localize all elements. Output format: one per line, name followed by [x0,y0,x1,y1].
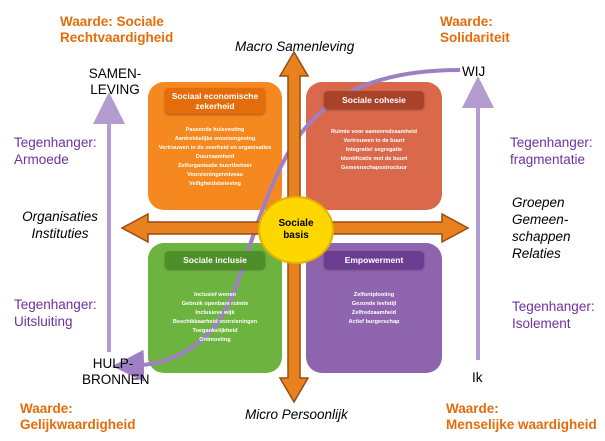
quadrant-bottom-right-panel [306,243,442,373]
quadrant-title: Sociale inclusie [165,251,265,269]
center-sociale-basis: Sociale basis [258,196,334,264]
label-samenleving: SAMEN- LEVING [88,66,142,97]
list-item: Vertrouwen in de buurt [343,138,405,144]
quadrant-items: Zelfontplooiing Gezonde leefstijl Zelfre… [306,291,442,327]
list-item: Passende huisvesting [185,127,245,133]
list-item: Inclusief wonen [194,292,236,298]
axis-right-label: Groepen Gemeen- schappen Relaties [512,195,571,261]
list-item: Gebruik openbare ruimte [181,301,249,307]
quadrant-title: Empowerment [324,251,424,269]
list-item: Identificatie met de buurt [340,156,408,162]
quadrant-title: Sociaal economische zekerheid [165,88,265,114]
list-item: Inclusieve wijk [195,310,235,316]
list-item: Voorzieningenniveau [187,172,243,178]
axis-left-label: Organisaties Instituties [22,209,98,241]
value-top-left: Waarde: Sociale Rechtvaardigheid [60,14,174,45]
counterpart-uitsluiting: Tegenhanger: Uitsluiting [14,297,97,329]
counterpart-fragmentatie: Tegenhanger: fragmentatie [510,135,593,167]
axis-top-label: Macro Samenleving [235,39,355,54]
quadrant-items: Inclusief wonen Gebruik openbare ruimte … [148,291,282,345]
list-item: Zelfredzaamheid [351,310,397,316]
quadrant-sociaal-economische-zekerheid: Sociaal economische zekerheid Passende h… [148,82,282,210]
quadrant-bottom-left-panel [148,243,282,373]
list-item: Gezonde leefstijl [351,301,397,307]
list-item: Toegankelijkheid [192,328,238,334]
quadrant-top-right-panel [306,82,442,210]
label-wij: WIJ [462,64,486,79]
label-hulpbronnen: HULP- BRONNEN [82,356,150,387]
quadrant-sociale-inclusie: Sociale inclusie Inclusief wonen Gebruik… [148,243,282,373]
list-item: Integratie/ segregatie [345,147,403,153]
list-item: Gemeenschapsstructuur [341,165,407,171]
curve-arrow [112,68,461,382]
quadrant-items: Ruimte voor samenredzaamheid Vertrouwen … [306,128,442,173]
list-item: Aantrekkelijke woonomgeving [174,136,256,142]
list-item: Zelforganisatie buurtbeheer [178,163,252,169]
axis-bottom-label: Micro Persoonlijk [245,407,348,422]
list-item: Actief burgerschap [348,319,400,325]
label-ik: Ik [472,370,483,385]
list-item: Ruimte voor samenredzaamheid [330,129,418,135]
list-item: Veiligheidsbeleving [189,181,241,187]
list-item: Zelfontplooiing [353,292,395,298]
value-bottom-right: Waarde: Menselijke waardigheid [446,401,597,432]
quadrant-top-left-panel [148,82,282,210]
quadrant-sociale-cohesie: Sociale cohesie Ruimte voor samenredzaam… [306,82,442,210]
quadrant-title: Sociale cohesie [324,91,424,109]
list-item: Duurzaamheid [195,154,235,160]
list-item: Beschikbaarheid voorzieningen [172,319,258,325]
value-bottom-left: Waarde: Gelijkwaardigheid [20,401,136,432]
counterpart-armoede: Tegenhanger: Armoede [14,135,97,167]
counterpart-isolement: Tegenhanger: Isolement [512,299,595,331]
list-item: Vertrouwen in de overheid en organisatie… [158,145,272,151]
list-item: Ontmoeting [199,337,231,343]
quadrant-empowerment: Empowerment Zelfontplooiing Gezonde leef… [306,243,442,373]
quadrant-items: Passende huisvesting Aantrekkelijke woon… [148,126,282,189]
value-top-right: Waarde: Solidariteit [440,14,510,45]
